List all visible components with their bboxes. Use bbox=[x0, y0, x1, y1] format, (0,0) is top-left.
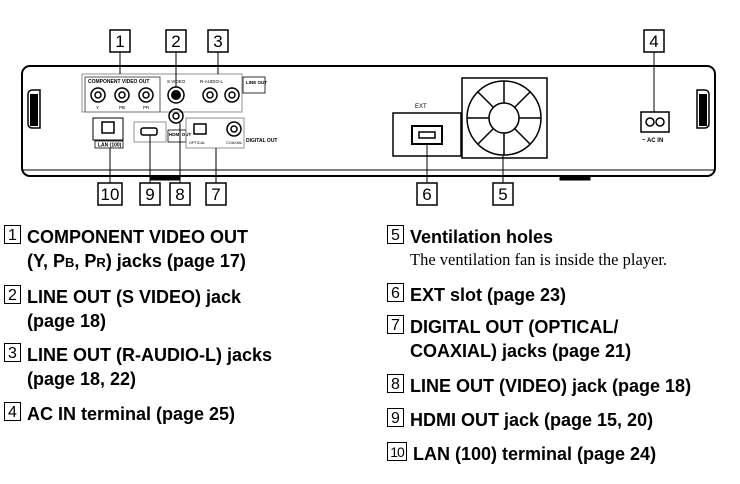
legend-item-2: 2 LINE OUT (S VIDEO) jack (page 18) bbox=[4, 285, 241, 333]
digital-out-label: DIGITAL OUT bbox=[246, 138, 277, 144]
legend-description: The ventilation fan is inside the player… bbox=[410, 250, 668, 269]
callout-10: 10 bbox=[101, 185, 120, 204]
callout-1: 1 bbox=[115, 32, 124, 51]
legend-number: 10 bbox=[387, 442, 407, 461]
component-video-jacks: COMPONENT VIDEO OUT Y PB PR bbox=[84, 76, 161, 113]
legend-title-line2: (page 18) bbox=[27, 311, 107, 331]
legend-item-1: 1 COMPONENT VIDEO OUT (Y, PB, PR) jacks (… bbox=[4, 225, 248, 275]
audio-jacks: R-AUDIO-L bbox=[200, 79, 240, 103]
legend-number: 9 bbox=[387, 408, 404, 427]
legend-number: 6 bbox=[387, 283, 404, 302]
ext-label: EXT bbox=[415, 104, 427, 110]
legend-item-8: 8 LINE OUT (VIDEO) jack (page 18) bbox=[387, 374, 691, 398]
callout-4: 4 bbox=[649, 32, 658, 51]
r-audio-l-label: R-AUDIO-L bbox=[200, 79, 223, 84]
legend-title: HDMI OUT jack (page 15, 20) bbox=[410, 410, 654, 430]
legend-number: 5 bbox=[387, 225, 404, 244]
legend-title: COMPONENT VIDEO OUT bbox=[27, 227, 249, 247]
legend-title: AC IN terminal (page 25) bbox=[27, 404, 236, 424]
legend-number: 2 bbox=[4, 285, 21, 304]
ac-in-label: ~ AC IN bbox=[642, 138, 663, 144]
callout-9: 9 bbox=[145, 185, 154, 204]
callout-7: 7 bbox=[211, 185, 220, 204]
rear-panel-diagram: COMPONENT VIDEO OUT Y PB PR S VIDEO R-AU… bbox=[21, 29, 716, 206]
line-out-label: LINE OUT bbox=[246, 80, 267, 85]
legend-title: LAN (100) terminal (page 24) bbox=[413, 444, 657, 464]
video-jack bbox=[168, 108, 184, 124]
callout-3: 3 bbox=[213, 32, 222, 51]
callout-2: 2 bbox=[171, 32, 180, 51]
legend-item-7: 7 DIGITAL OUT (OPTICAL/ COAXIAL) jacks (p… bbox=[387, 315, 631, 363]
legend-item-6: 6 EXT slot (page 23) bbox=[387, 283, 566, 307]
callouts: 1 2 3 4 10 9 8 7 6 5 bbox=[97, 29, 665, 206]
optical-label: OPTICAL bbox=[189, 141, 205, 145]
callout-5: 5 bbox=[498, 185, 507, 204]
legend-title: LINE OUT (S VIDEO) jack bbox=[27, 287, 242, 307]
pb-label: PB bbox=[119, 105, 125, 110]
hdmi-jack: HDMI OUT bbox=[133, 121, 191, 143]
legend-item-9: 9 HDMI OUT jack (page 15, 20) bbox=[387, 408, 653, 432]
callout-6: 6 bbox=[422, 185, 431, 204]
legend-item-5: 5 Ventilation holes The ventilation fan i… bbox=[387, 225, 667, 271]
legend-number: 7 bbox=[387, 315, 404, 334]
callout-8: 8 bbox=[175, 185, 184, 204]
legend-title-line2: COAXIAL) jacks (page 21) bbox=[410, 341, 632, 361]
legend-number: 4 bbox=[4, 402, 21, 421]
lan-label: LAN (100) bbox=[98, 143, 122, 149]
legend-number: 1 bbox=[4, 225, 21, 244]
legend-item-10: 10 LAN (100) terminal (page 24) bbox=[387, 442, 656, 466]
y-label: Y bbox=[96, 105, 99, 110]
legend-title: EXT slot (page 23) bbox=[410, 285, 567, 305]
component-video-label: COMPONENT VIDEO OUT bbox=[88, 79, 149, 85]
lan-jack: LAN (100) bbox=[92, 117, 124, 149]
legend-title: LINE OUT (R-AUDIO-L) jacks bbox=[27, 345, 273, 365]
ventilation-fan bbox=[461, 77, 548, 159]
legend-title-line2: (page 18, 22) bbox=[27, 369, 137, 389]
chassis bbox=[21, 65, 716, 181]
legend-number: 3 bbox=[4, 343, 21, 362]
coaxial-label: COAXIAL bbox=[226, 141, 242, 145]
ac-in-terminal: ~ AC IN bbox=[640, 111, 670, 144]
legend-item-4: 4 AC IN terminal (page 25) bbox=[4, 402, 235, 426]
legend-title: Ventilation holes bbox=[410, 227, 554, 247]
digital-out-jacks: OPTICAL COAXIAL DIGITAL OUT bbox=[185, 117, 277, 149]
legend-item-3: 3 LINE OUT (R-AUDIO-L) jacks (page 18, 22… bbox=[4, 343, 272, 391]
legend-number: 8 bbox=[387, 374, 404, 393]
fan-grille bbox=[467, 81, 541, 155]
pr-label: PR bbox=[143, 105, 150, 110]
legend-title: LINE OUT (VIDEO) jack (page 18) bbox=[410, 376, 692, 396]
legend-title: DIGITAL OUT (OPTICAL/ bbox=[410, 317, 619, 337]
legend-title-line2: (Y, PB, PR) jacks (page 17) bbox=[27, 251, 246, 271]
